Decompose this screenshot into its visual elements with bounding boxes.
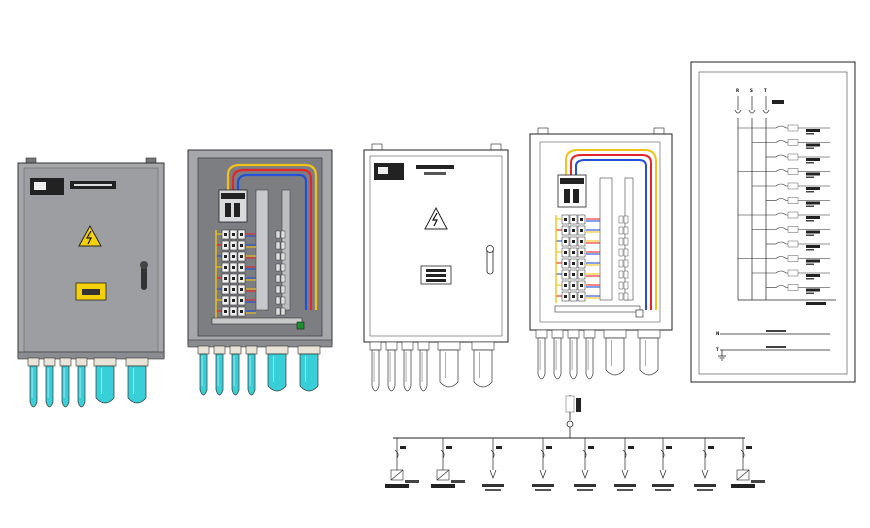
feeder	[431, 438, 465, 488]
phase-label: T	[764, 88, 767, 93]
cable-conduit	[43, 357, 56, 408]
cable-conduit-outline	[603, 329, 627, 376]
circuit-row	[752, 182, 830, 193]
ground-label: T	[716, 347, 719, 352]
feeder	[532, 438, 554, 491]
circuit-row	[738, 211, 830, 222]
cable-conduit	[27, 357, 40, 408]
circuit-row	[752, 269, 830, 280]
circuit-row	[766, 284, 830, 294]
cable-conduit	[75, 357, 88, 408]
feeder	[574, 438, 596, 491]
feeder	[694, 438, 716, 491]
cable-conduit	[125, 357, 149, 404]
open-panel-color	[187, 149, 333, 396]
feeder	[482, 438, 504, 491]
circuit-row	[766, 197, 830, 207]
cable-conduit-outline	[471, 341, 495, 388]
cable-conduit-outline	[369, 341, 382, 392]
circuit-row	[752, 139, 830, 149]
cable-conduit	[213, 345, 226, 396]
high-voltage-warning-icon	[78, 224, 102, 247]
feeder	[652, 438, 674, 491]
cable-conduit	[229, 345, 242, 396]
circuit-row	[766, 153, 830, 164]
open-panel-outline	[529, 127, 673, 380]
neutral-label: N	[716, 331, 719, 336]
cable-conduit-outline	[417, 341, 430, 392]
cable-conduit	[59, 357, 72, 408]
high-voltage-warning-outline-icon	[424, 206, 448, 230]
circuit-row	[766, 240, 830, 251]
cable-conduit-outline	[535, 329, 548, 380]
circuit-row	[738, 255, 830, 265]
cable-conduit-outline	[583, 329, 596, 380]
cable-conduit-outline	[551, 329, 564, 380]
cable-conduit	[265, 345, 289, 392]
feeder	[614, 438, 636, 491]
closed-panel-outline	[363, 143, 509, 392]
feeder	[385, 438, 419, 488]
single-line-diagram: R S T N T	[690, 61, 856, 383]
circuit-row	[738, 168, 830, 178]
closed-panel-color	[17, 157, 165, 408]
cable-conduit	[93, 357, 117, 404]
cable-conduit-outline	[385, 341, 398, 392]
cable-conduit	[197, 345, 210, 396]
cable-conduit-outline	[401, 341, 414, 392]
circuit-row	[752, 226, 830, 236]
feeder	[731, 438, 765, 488]
circuit-row	[738, 124, 830, 135]
cable-conduit	[245, 345, 258, 396]
cable-conduit-outline	[437, 341, 461, 388]
cable-conduit-outline	[637, 329, 661, 376]
phase-label: R	[736, 88, 739, 93]
door-handle	[141, 262, 147, 290]
distribution-tree	[385, 395, 765, 491]
cable-conduit	[297, 345, 321, 392]
phase-label: S	[750, 88, 753, 93]
cable-conduit-outline	[567, 329, 580, 380]
